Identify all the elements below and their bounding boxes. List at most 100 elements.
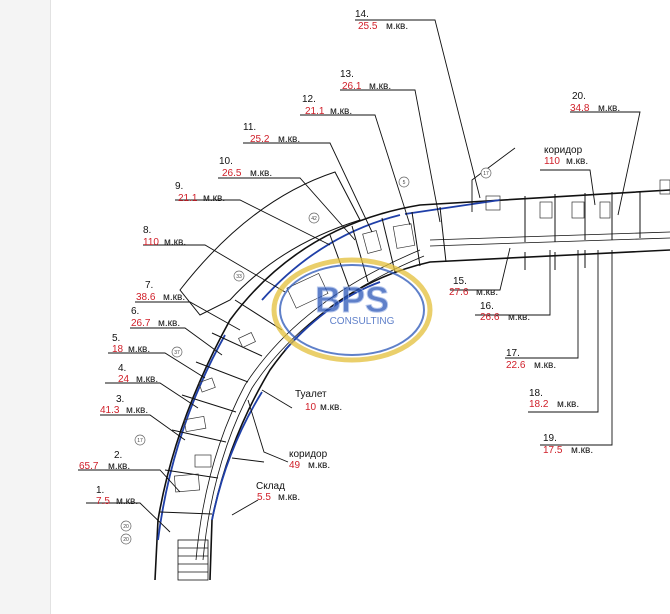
marker-20-a [120,520,132,532]
room-unit: м.кв. [116,496,138,507]
storage-area: 5.5 [257,492,271,503]
room-area: 110 [143,237,159,248]
marker-text: 20 [123,537,129,543]
room-number: 17. [506,348,520,359]
room-unit: м.кв. [508,312,530,323]
room-number: 10. [219,156,233,167]
room-unit: м.кв. [386,21,408,32]
room-unit: м.кв. [278,134,300,145]
watermark-sub-text: CONSULTING [330,316,395,327]
blue-walls [157,199,501,541]
room-area: 22.6 [506,360,526,371]
room-number: 6. [131,306,139,317]
room-number: 5. [112,333,120,344]
room-area: 65.7 [79,461,99,472]
bps-consulting-watermark: BPS CONSULTING [271,257,433,363]
corridor-bottom-name: коридор [289,449,328,460]
room-number: 16. [480,301,494,312]
stair-block [177,539,209,581]
corridor-bottom-unit: м.кв. [308,460,330,471]
corridor-top-unit: м.кв. [566,156,588,167]
room-labels: 1. 7.5 м.кв. 2. 65.7 м.кв. 3. 41.3 м.кв.… [79,9,620,507]
room-area: 38.6 [136,292,156,303]
room-number: 9. [175,181,183,192]
room-area: 27.6 [449,287,469,298]
marker-text: 37 [174,350,180,356]
room-area: 26.6 [480,312,500,323]
marker-text: 17 [483,171,489,177]
terrace-outline [179,171,361,316]
room-number: 18. [529,388,543,399]
room-number: 1. [96,485,104,496]
corridor-top-area: 110 [544,156,560,167]
marker-37 [171,346,183,358]
room-unit: м.кв. [250,168,272,179]
marker-42 [308,212,320,224]
leader-lines [78,19,641,533]
circle-markers [120,167,492,545]
named-area-labels: коридор 110 м.кв. коридор 49 м.кв. Туале… [256,145,588,503]
room-area: 25.2 [250,134,270,145]
room-number: 2. [114,450,122,461]
room-number: 15. [453,276,467,287]
room-number: 20. [572,91,586,102]
marker-text: 33 [236,274,242,280]
room-unit: м.кв. [557,399,579,410]
room-area: 7.5 [96,496,110,507]
marker-text: 17 [137,438,143,444]
toilet-unit: м.кв. [320,402,342,413]
marker-text: 5 [403,180,406,186]
room-unit: м.кв. [136,374,158,385]
marker-17-top [480,167,492,179]
room-area: 25.5 [358,21,378,32]
room-unit: м.кв. [164,237,186,248]
room-unit: м.кв. [203,193,225,204]
marker-17-left [134,434,146,446]
marker-20-b [120,533,132,545]
marker-33 [233,270,245,282]
storage-unit: м.кв. [278,492,300,503]
room-number: 8. [143,225,151,236]
room-area: 34.8 [570,103,590,114]
corridor-bottom-area: 49 [289,460,301,471]
left-margin-strip [0,0,51,614]
building-outline [154,189,670,581]
room-number: 3. [116,394,124,405]
watermark-logo-text: BPS [315,279,389,320]
room-number: 14. [355,9,369,20]
room-area: 41.3 [100,405,120,416]
room-unit: м.кв. [128,344,150,355]
room-area: 17.5 [543,445,563,456]
corridor-top-name: коридор [544,145,583,156]
toilet-area: 10 [305,402,317,413]
room-unit: м.кв. [158,318,180,329]
marker-text: 20 [123,524,129,530]
storage-name: Склад [256,481,285,492]
room-area: 21.1 [178,193,198,204]
room-area: 26.5 [222,168,242,179]
room-area: 26.7 [131,318,151,329]
room-area: 18.2 [529,399,549,410]
room-number: 7. [145,280,153,291]
room-unit: м.кв. [534,360,556,371]
corridor-lines [195,231,670,561]
marker-5 [398,176,410,188]
room-area: 18 [112,344,124,355]
room-number: 12. [302,94,316,105]
marker-text: 42 [311,216,317,222]
room-area: 26.1 [342,81,362,92]
room-unit: м.кв. [163,292,185,303]
room-area: 24 [118,374,130,385]
room-unit: м.кв. [571,445,593,456]
room-unit: м.кв. [476,287,498,298]
toilet-name: Туалет [295,389,327,400]
room-number: 19. [543,433,557,444]
room-number: 13. [340,69,354,80]
room-unit: м.кв. [108,461,130,472]
room-unit: м.кв. [126,405,148,416]
room-partitions [159,191,641,515]
furniture [173,179,670,493]
room-number: 11. [243,122,256,133]
